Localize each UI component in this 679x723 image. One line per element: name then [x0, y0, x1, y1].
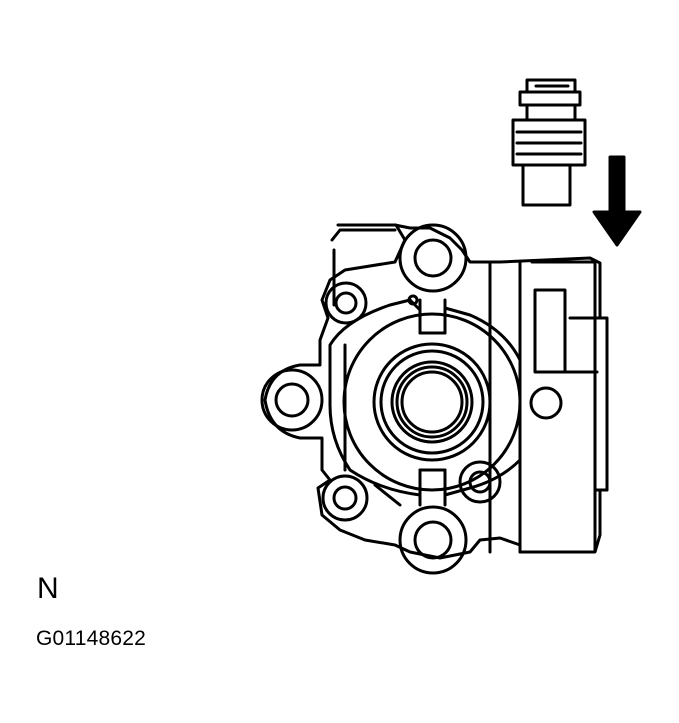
mount-small-right — [529, 386, 563, 420]
body-corner-detail — [330, 228, 397, 307]
cover-detail-lines — [343, 343, 402, 507]
mount-small-bottom-left — [321, 474, 369, 522]
mount-bottom — [398, 505, 468, 575]
figure-id: G01148622 — [36, 627, 147, 650]
view-letter: N — [37, 572, 59, 605]
down-arrow-icon — [592, 155, 642, 247]
pin-detail — [407, 294, 419, 306]
mount-left — [260, 368, 324, 432]
union-fitting — [511, 78, 587, 207]
mount-small-top-left — [324, 281, 368, 325]
mount-top — [398, 223, 468, 293]
shaft-seal — [372, 342, 492, 462]
